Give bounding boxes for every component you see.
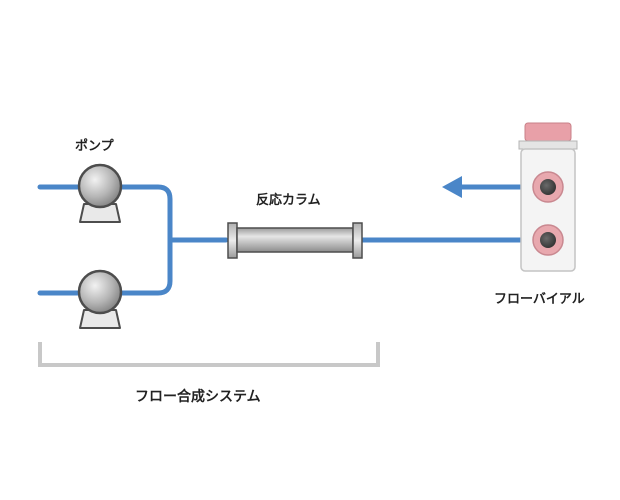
pump-outlet-tube-upper bbox=[115, 184, 173, 243]
arrow-left-icon bbox=[442, 176, 462, 198]
pump-outlet-tube-lower bbox=[115, 237, 173, 296]
flow-vial-icon bbox=[518, 122, 578, 272]
flow-synthesis-system-label: フロー合成システム bbox=[135, 389, 261, 405]
reaction-column-icon bbox=[227, 222, 363, 259]
system-bracket bbox=[38, 342, 380, 367]
reaction-column-label: 反応カラム bbox=[256, 193, 321, 208]
pump-icon bbox=[77, 163, 123, 223]
pump-icon bbox=[77, 269, 123, 329]
vial-outlet-port bbox=[532, 171, 564, 203]
flow-vial-label: フローバイアル bbox=[494, 292, 585, 307]
pump-label: ポンプ bbox=[75, 139, 114, 154]
vial-inlet-port bbox=[532, 224, 564, 256]
